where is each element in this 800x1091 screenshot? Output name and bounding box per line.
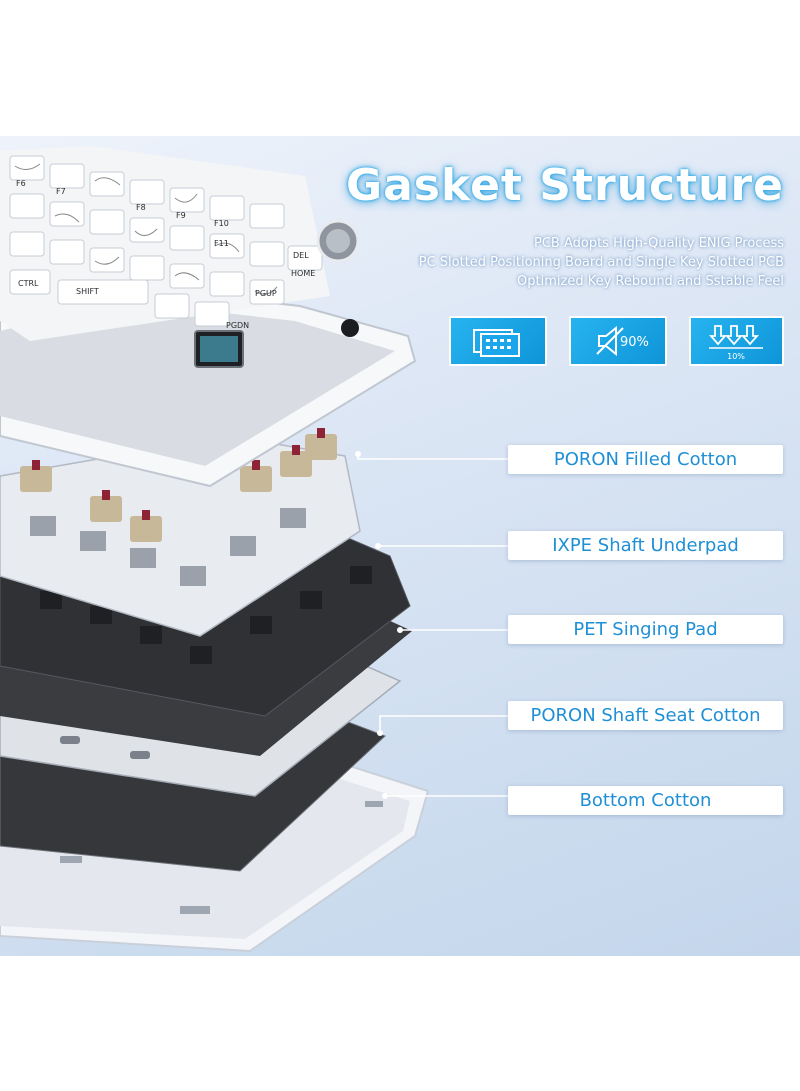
layer-label-bottom-cotton: Bottom Cotton — [508, 786, 783, 815]
key-rebound-text: 10% — [727, 352, 745, 361]
connector-dots — [355, 451, 403, 799]
top-case — [0, 284, 417, 488]
layer-label-pet-singing-pad: PET Singing Pad — [508, 615, 783, 644]
sound-reduction-icon: 90% — [569, 316, 667, 366]
keycaps — [0, 146, 360, 341]
product-panel: Gasket Structure PCB Adopts High-Quality… — [0, 136, 800, 956]
exploded-keyboard-illustration — [0, 146, 508, 953]
key-rebound-icon: 10% — [689, 316, 784, 366]
layer-label-ixpe-shaft-underpad: IXPE Shaft Underpad — [508, 531, 783, 560]
layer-label-poron-shaft-seat-cotton: PORON Shaft Seat Cotton — [508, 701, 783, 730]
sound-reduction-text: 90% — [620, 335, 649, 350]
subtitle-line: PC Slotted Positioning Board and Single … — [418, 255, 784, 270]
subtitle-line: PCB Adopts High-Quality ENIG Process — [533, 236, 784, 251]
feature-description: PCB Adopts High-Quality ENIG Process PC … — [419, 234, 784, 291]
pcb-board-icon — [449, 316, 547, 366]
page-title: Gasket Structure — [346, 160, 784, 211]
label-connectors — [357, 454, 508, 797]
layer-label-poron-filled-cotton: PORON Filled Cotton — [508, 445, 783, 474]
subtitle-line: Optimized Key Rebound and Sstable Feel — [517, 274, 784, 289]
